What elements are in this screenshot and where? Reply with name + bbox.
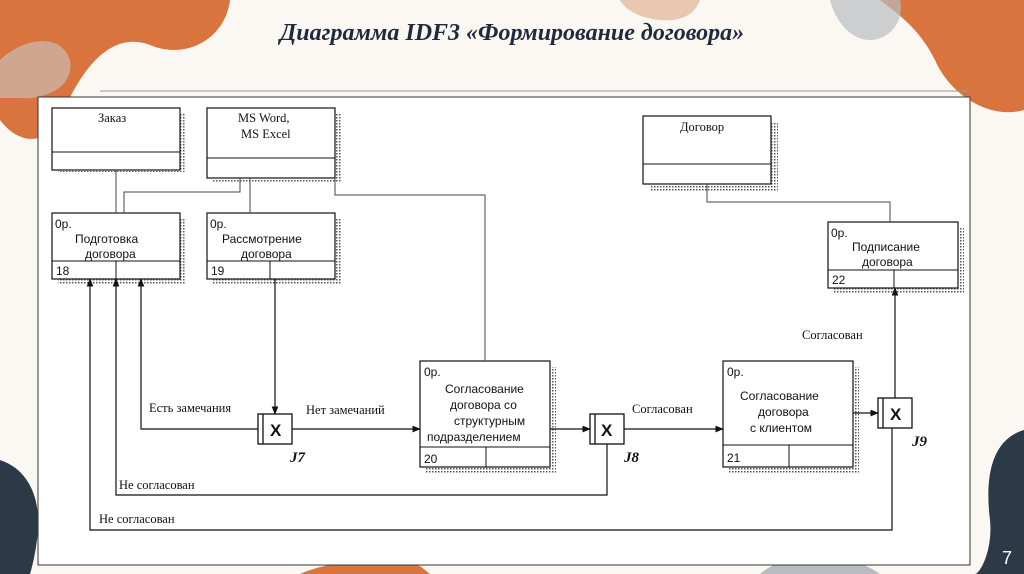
unit-21-line2: договора [758,405,809,419]
orange-blob-top-center [620,0,700,21]
unit-18-line1: Подготовка [75,232,138,246]
unit-18-prefix: 0р. [55,217,72,231]
junction-j9[interactable]: X J9 [877,397,928,450]
unit-21-number: 21 [727,451,741,465]
junction-j8-label: J8 [623,450,640,466]
gray-blob-top-left [0,41,71,99]
unit-21-prefix: 0р. [727,365,744,379]
object-contract-label: Договор [680,120,724,134]
unit-19[interactable]: 0р. Рассмотрение договора 19 [206,212,341,285]
junction-j7[interactable]: X J7 [257,413,306,466]
unit-19-line1: Рассмотрение [222,232,302,246]
object-ms-office-line2: MS Excel [241,127,291,141]
unit-20-line4: подразделением [427,430,521,444]
link-label-has-remarks: Есть замечания [149,401,231,415]
unit-18-number: 18 [56,264,70,278]
slide-number: 7 [1001,548,1012,568]
orange-blob-top-right [880,0,1024,113]
link-j9-to-18-not-approved [86,278,893,531]
object-ms-office[interactable]: MS Word, MS Excel [206,107,341,182]
diagram-canvas [37,96,971,566]
unit-19-prefix: 0р. [210,217,227,231]
unit-21-line1: Согласование [740,389,819,403]
unit-21-line3: с клиентом [750,421,812,435]
object-contract[interactable]: Договор [642,115,778,191]
link-label-approved-1: Согласован [632,402,693,416]
unit-20-line3: структурным [454,414,525,428]
unit-22-prefix: 0р. [831,226,848,240]
link-label-not-approved-2: Не согласован [99,512,175,526]
unit-19-line2: договора [241,247,292,261]
unit-22-number: 22 [832,273,846,287]
unit-22[interactable]: 0р. Подписание договора 22 [827,221,964,294]
unit-20-prefix: 0р. [424,365,441,379]
unit-20-number: 20 [424,452,438,466]
unit-20-line1: Согласование [445,382,524,396]
junction-j7-symbol: X [270,421,282,440]
unit-18-line2: договора [85,247,136,261]
junction-j7-label: J7 [289,450,306,466]
link-label-no-remarks: Нет замечаний [306,403,385,417]
junction-j9-symbol: X [890,405,902,424]
dark-blob-bottom-left [0,460,39,574]
unit-19-number: 19 [211,264,225,278]
dark-blob-bottom-right [975,430,1024,574]
object-order[interactable]: Заказ [51,107,186,172]
link-j7-to-18-remarks [137,278,258,430]
unit-20-line2: договора со [450,398,517,412]
object-links [115,170,891,361]
link-msoffice-to-18 [123,178,241,213]
object-order-label: Заказ [98,111,126,125]
link-label-approved-2: Согласован [802,328,863,342]
unit-22-line1: Подписание [852,240,920,254]
link-j8-to-18-not-approved [112,278,608,496]
link-contract-to-22 [706,184,891,222]
link-label-not-approved-1: Не согласован [119,478,195,492]
unit-18[interactable]: 0р. Подготовка договора 18 [51,212,186,285]
junction-j8[interactable]: X J8 [589,413,640,466]
unit-22-line2: договора [862,255,913,269]
slide-title: Диаграмма IDF3 «Формирование договора» [279,20,745,46]
precedence-links [86,278,899,531]
link-msoffice-to-20 [334,178,486,361]
unit-21[interactable]: 0р. Согласование договора с клиентом 21 [722,360,859,473]
object-ms-office-line1: MS Word, [238,111,290,125]
gray-blob-top-right [830,0,901,40]
junction-j9-label: J9 [911,434,928,450]
unit-20[interactable]: 0р. Согласование договора со структурным… [419,360,556,473]
junction-j8-symbol: X [601,421,613,440]
